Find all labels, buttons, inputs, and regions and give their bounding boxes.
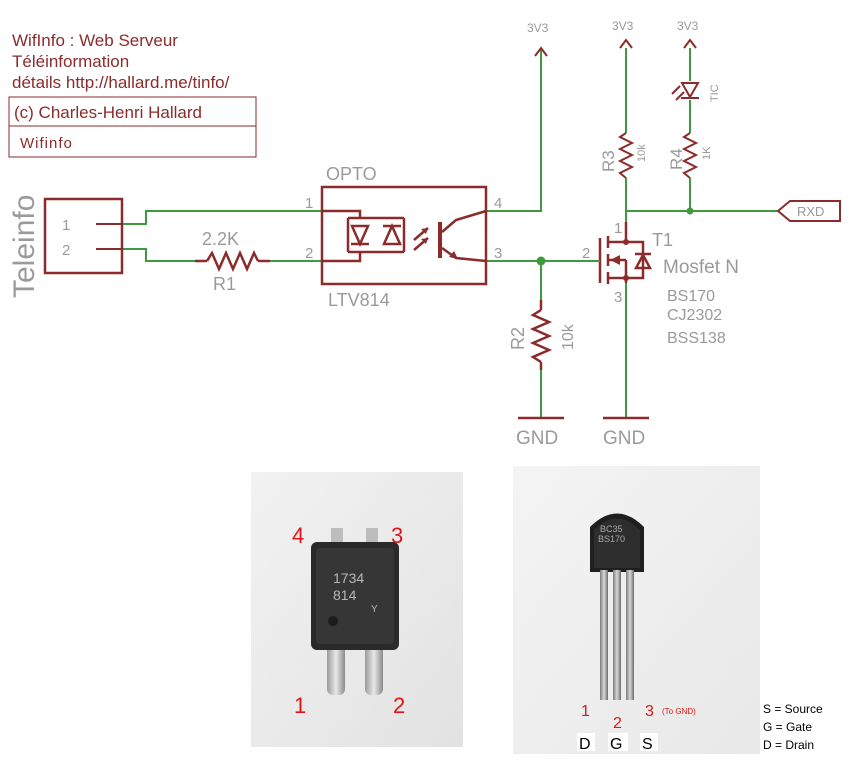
mosfet-photo-marking-2: BS170 [598,534,625,544]
gnd-label-1: GND [516,428,558,449]
r4-value: 1K [701,146,713,160]
title-line-1: WifInfo : Web Serveur [12,31,178,50]
logo-text: Wifinfo [20,135,73,152]
junction-gate [536,256,546,266]
photo-mosfet [513,466,760,754]
junction-drain [686,207,694,215]
r1-name: R1 [213,274,236,294]
supply-arrows [534,38,697,57]
mosfet-arrow [610,255,620,265]
title-line-3: détails http://hallard.me/tinfo/ [12,73,230,92]
opto-pin-1: 1 [305,195,313,212]
letter-s-box [640,733,658,751]
mosfet-letter-s: S [642,736,653,753]
opto-photo-pin-3: 3 [391,523,403,548]
connector: 1 2 [43,197,124,275]
r2-name: R2 [508,327,528,350]
opto-part: LTV814 [328,290,390,310]
opto-photo-pin-4: 4 [292,523,304,548]
r2-value: 10k [560,323,577,350]
mosfet-dot-1 [623,239,629,245]
vcc-label-3: 3V3 [677,19,699,33]
mosfet-photo-pin-3: 3 [645,703,654,720]
title-line-2: Téléinformation [12,52,129,71]
legend-source: S = Source [763,702,823,716]
led-tic [671,82,700,101]
resistor-r3 [617,132,635,179]
letter-g-box [608,733,628,751]
vcc-label-1: 3V3 [527,21,549,35]
opto-arrow-2 [421,238,428,244]
mosfet-letter-g: G [610,736,622,753]
opto-photo-pin-2: 2 [393,693,405,718]
opto-photo-marking-3: Y [371,604,378,615]
resistor-r2 [529,300,553,370]
mosfet-dot-2 [623,275,629,281]
mosfet-part-3: BSS138 [667,330,726,347]
logo-frame [8,125,257,158]
gnd-label-2: GND [603,428,645,449]
r4-name: R4 [667,148,686,170]
mosfet-letter-d: D [579,736,591,753]
opto-emitter-arrow [449,251,458,259]
r3-name: R3 [599,150,618,172]
mosfet-pin-2: 2 [582,245,590,262]
rxd-port [776,200,841,222]
mosfet-type: Mosfet N [663,257,739,278]
opto-name: OPTO [326,164,377,184]
copyright-text: (c) Charles-Henri Hallard [14,103,202,122]
optocoupler [320,185,488,286]
opto-photo-marking-1: 1734 [333,570,364,586]
opto-photo-pin-1: 1 [294,693,306,718]
photo-optocoupler [251,472,463,747]
letter-d-box [577,733,595,751]
legend-gate: G = Gate [763,720,812,734]
rxd-label: RXD [797,204,824,219]
mosfet-name: T1 [652,230,673,250]
mosfet-part-2: CJ2302 [667,307,722,324]
connector-pin-2: 2 [62,242,70,259]
opto-photo-marking-2: 814 [333,587,357,603]
connector-label: Teleinfo [8,195,41,298]
wires [96,48,780,418]
resistor-r1 [195,249,270,273]
led-label: TIC [709,84,721,102]
opto-pin-4: 4 [494,195,502,212]
r3-value: 10k [636,144,648,162]
mosfet-photo-marking-1: BC35 [600,524,623,534]
resistor-r4 [681,132,699,179]
legend-drain: D = Drain [763,738,814,752]
mosfet-photo-pin-1: 1 [581,703,590,720]
mosfet-pin-1: 1 [614,220,622,237]
mosfet-photo-pin-2: 2 [613,715,622,732]
mosfet-pin-3: 3 [614,289,622,306]
mosfet-part-1: BS170 [667,288,715,305]
mosfet-photo-pin-3-note: (To GND) [662,707,696,716]
opto-pin-3: 3 [494,245,502,262]
connector-pin-1: 1 [62,217,70,234]
vcc-label-2: 3V3 [612,19,634,33]
opto-arrow-1 [421,228,428,234]
opto-pin-2: 2 [305,245,313,262]
r1-value: 2.2K [202,229,239,249]
